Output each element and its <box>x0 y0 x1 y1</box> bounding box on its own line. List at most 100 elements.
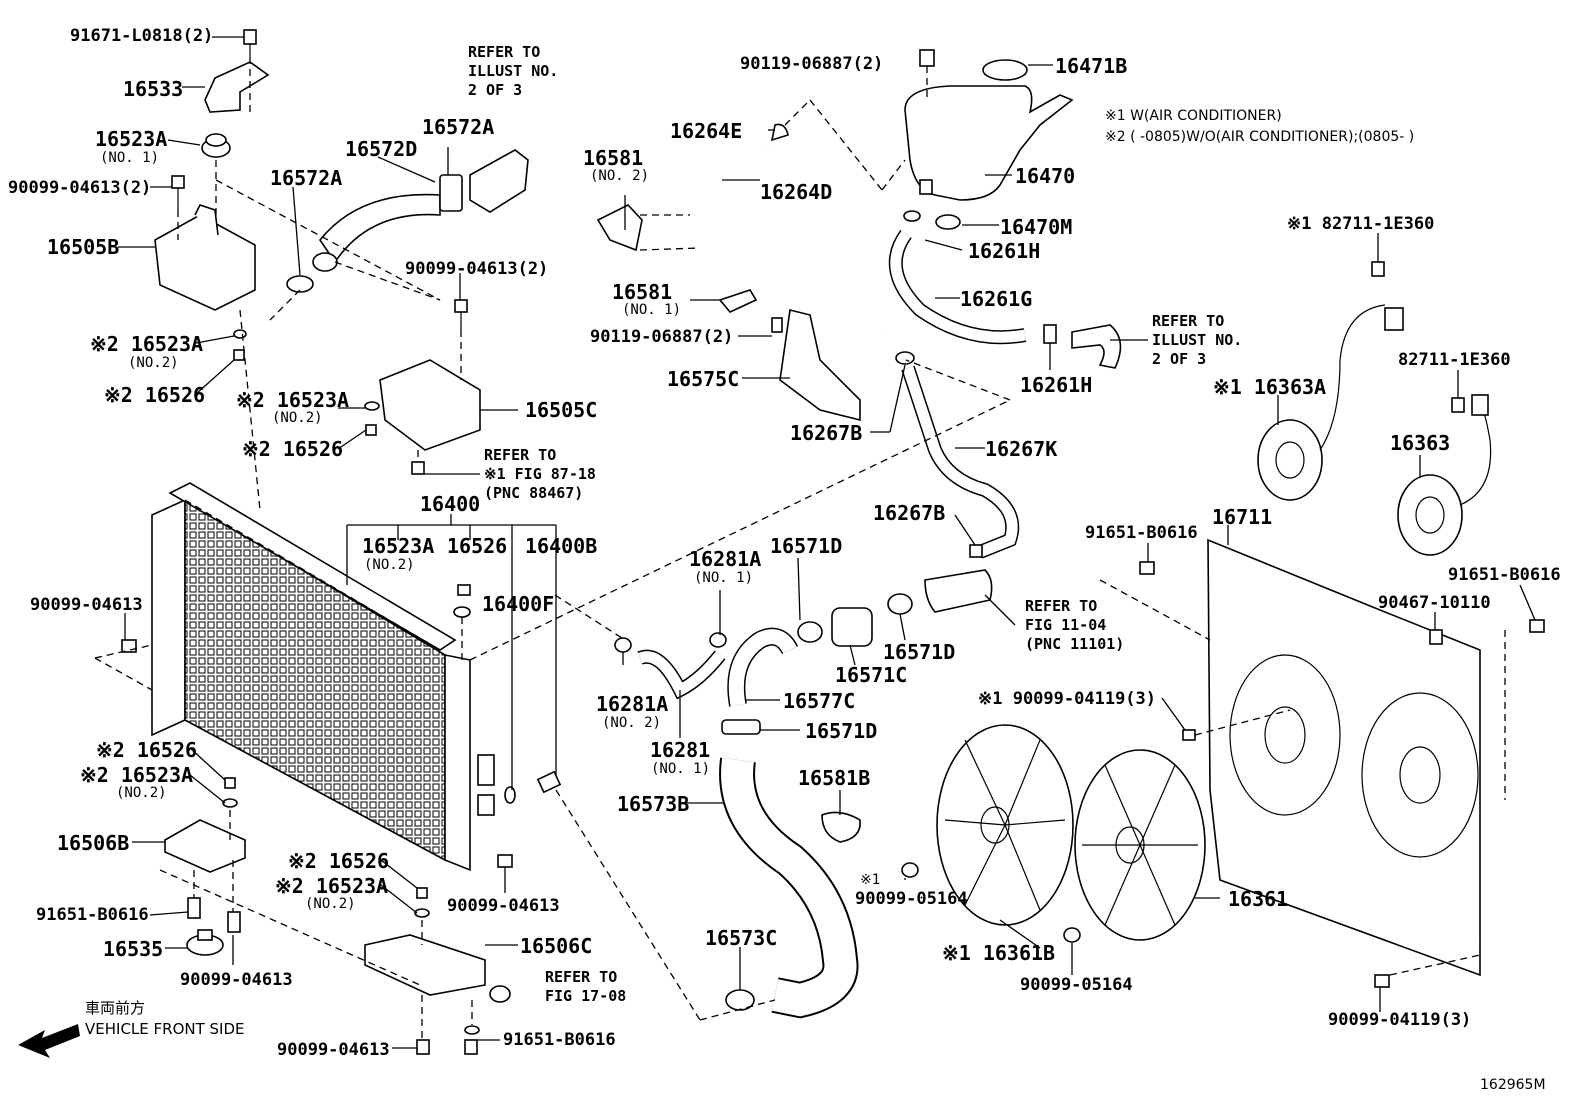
label-16267K: 16267K <box>985 437 1058 461</box>
label-16571D-a: 16571D <box>770 534 843 558</box>
label-16363A: ※1 16363A <box>1213 375 1327 399</box>
label-16281A-b: 16281A <box>596 692 669 716</box>
label-no2-e: (NO.2) <box>305 896 356 912</box>
label-no2-g: (NO. 2) <box>602 715 662 731</box>
label-16264E: 16264E <box>670 119 743 143</box>
vehicle-front-en: VEHICLE FRONT SIDE <box>85 1020 245 1038</box>
label-16573B: 16573B <box>617 792 690 816</box>
label-no2-c: (NO.2) <box>364 557 415 573</box>
label-16471B: 16471B <box>1055 54 1128 78</box>
label-16506B: 16506B <box>57 831 130 855</box>
label-16711: 16711 <box>1212 505 1273 529</box>
label-16267B-a: 16267B <box>790 421 863 445</box>
label-16526-b: ※2 16526 <box>242 437 344 461</box>
label-91651-B0616-d: 91651-B0616 <box>1448 565 1561 585</box>
label-16571C: 16571C <box>835 663 908 687</box>
label-16267B-b: 16267B <box>873 501 946 525</box>
label-82711-1E360-b: 82711-1E360 <box>1398 350 1511 370</box>
label-16526: ※2 16526 <box>104 383 206 407</box>
upper-brackets <box>121 29 529 653</box>
label-16581B: 16581B <box>798 766 871 790</box>
label-no2-f: (NO. 2) <box>590 168 650 184</box>
label-16505B: 16505B <box>47 235 120 259</box>
label-no2-d: (NO.2) <box>116 785 167 801</box>
label-90099-04119-a: ※1 90099-04119(3) <box>978 689 1157 709</box>
label-16571D-b: 16571D <box>883 640 956 664</box>
label-90099-05164-b: 90099-05164 <box>1020 975 1133 995</box>
label-no2-b: (NO.2) <box>272 410 323 426</box>
label-16581-a: 16581 <box>583 146 644 170</box>
label-16363: 16363 <box>1390 431 1451 455</box>
label-91671-L0818: 91671-L0818(2) <box>70 26 214 46</box>
refer-illust-top: REFER TO ILLUST NO. 2 OF 3 <box>468 43 559 99</box>
label-16523A-no2: ※2 16523A <box>90 332 204 356</box>
label-16523A-c: 16523A <box>362 534 435 558</box>
label-16470M: 16470M <box>1000 215 1073 239</box>
label-16526-c: 16526 <box>447 534 508 558</box>
label-82711-1E360-a: ※1 82711-1E360 <box>1287 214 1435 234</box>
refer-illust-right: REFER TO ILLUST NO. 2 OF 3 <box>1152 312 1243 368</box>
label-16400B: 16400B <box>525 534 598 558</box>
label-90119-06887-b: 90119-06887(2) <box>590 327 734 347</box>
label-no2: (NO.2) <box>128 355 179 371</box>
label-90099-04119-b: 90099-04119(3) <box>1328 1010 1472 1030</box>
label-91651-B0616-a: 91651-B0616 <box>36 905 149 925</box>
lower-hoses <box>614 569 993 1019</box>
label-no1-b: (NO. 1) <box>622 302 682 318</box>
label-16505C: 16505C <box>525 398 598 422</box>
label-no1-c: (NO. 1) <box>694 570 754 586</box>
label-16571D-c: 16571D <box>805 719 878 743</box>
label-16361: 16361 <box>1228 887 1289 911</box>
label-90099-04613-a: 90099-04613 <box>30 595 143 615</box>
label-16261G: 16261G <box>960 287 1033 311</box>
label-16523A-no1: 16523A <box>95 127 168 151</box>
label-90119-06887-a: 90119-06887(2) <box>740 54 884 74</box>
refer-fig-17-08: REFER TO FIG 17-08 <box>545 968 627 1005</box>
label-91651-B0616-b: 91651-B0616 <box>503 1030 616 1050</box>
label-90099-05164-a: 90099-05164 <box>855 889 968 909</box>
label-16572A: 16572A <box>270 166 343 190</box>
note-2: ※2 ( -0805)W/O(AIR CONDITIONER);(0805- ) <box>1105 129 1415 145</box>
label-16526-e: ※2 16526 <box>288 849 390 873</box>
label-16573C: 16573C <box>705 926 778 950</box>
label-90099-04613-b: 90099-04613 <box>180 970 293 990</box>
label-16572A-b: 16572A <box>422 115 495 139</box>
vehicle-front-arrow <box>18 1024 80 1058</box>
label-16523A-d: ※2 16523A <box>80 763 194 787</box>
label-90099-04613-c: 90099-04613 <box>447 896 560 916</box>
leader-lines <box>118 36 1536 1049</box>
label-16575C: 16575C <box>667 367 740 391</box>
vehicle-front-jp: 車両前方 <box>85 999 146 1017</box>
label-16261H-b: 16261H <box>1020 373 1093 397</box>
label-16533: 16533 <box>123 77 184 101</box>
note-1: ※1 W(AIR CONDITIONER) <box>1105 108 1282 124</box>
label-16281: 16281 <box>650 738 711 762</box>
label-16261H-a: 16261H <box>968 239 1041 263</box>
label-ref1-mark: ※1 <box>860 872 881 888</box>
label-90099-04613-d: 90099-04613 <box>277 1040 390 1060</box>
label-16581-b: 16581 <box>612 280 673 304</box>
diagram-id: 162965M <box>1480 1077 1546 1093</box>
label-16523A-e: ※2 16523A <box>275 874 389 898</box>
label-16526-d: ※2 16526 <box>96 738 198 762</box>
label-no1-d: (NO. 1) <box>651 761 711 777</box>
label-16264D: 16264D <box>760 180 833 204</box>
label-16506C: 16506C <box>520 934 593 958</box>
label-16572D: 16572D <box>345 137 418 161</box>
radiator <box>151 482 562 872</box>
label-16361B: ※1 16361B <box>942 941 1056 965</box>
label-16577C: 16577C <box>783 689 856 713</box>
label-16400F: 16400F <box>482 592 555 616</box>
label-16523A-no2-b: ※2 16523A <box>236 388 350 412</box>
fan-assembly <box>901 261 1545 988</box>
label-90099-04613-2: 90099-04613(2) <box>8 178 152 198</box>
lower-brackets <box>164 777 513 1055</box>
label-16281A-a: 16281A <box>689 547 762 571</box>
label-16400: 16400 <box>420 492 481 516</box>
label-90467-10110: 90467-10110 <box>1378 593 1491 613</box>
label-90099-04613-2b: 90099-04613(2) <box>405 259 549 279</box>
refer-fig-11-04: REFER TO FIG 11-04 (PNC 11101) <box>1025 597 1125 653</box>
reservoir-and-hoses <box>596 49 1122 559</box>
